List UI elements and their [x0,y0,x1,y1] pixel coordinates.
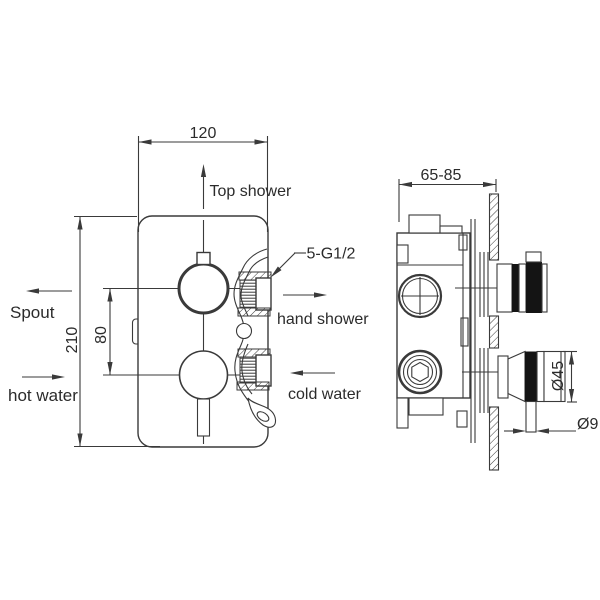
dim-lever-dia-label: Ø9 [577,416,598,433]
thread-label: 5-G1/2 [307,246,356,263]
diverter-knob [178,350,229,400]
top-shower-label: Top shower [210,183,292,200]
valve-body [396,214,471,429]
thermostat-knob-tab [196,251,211,266]
bottom-port-block [408,397,444,416]
lever-stem-side [525,400,537,433]
hand-shower-label: hand shower [277,311,369,328]
dimension-height-210: 210 [64,215,160,448]
cold-water-callout: cold water [288,370,362,403]
hex-socket [411,361,429,383]
spout-hook-hole [256,411,270,422]
threaded-port-top [237,271,272,317]
hot-water-label: hot water [8,386,78,405]
side-view: 65-85 Ø45 Ø9 [396,167,598,471]
mounting-rails [470,219,489,443]
side-profile-curve [233,248,277,428]
dimension-lever-dia-9: Ø9 [504,416,598,434]
lower-port-circle [397,349,443,395]
thread-callout: 5-G1/2 [270,246,356,278]
cold-water-label: cold water [288,386,362,403]
middle-port-circle [235,322,253,340]
dimension-width-120: 120 [137,125,269,232]
diverter-knob-side [497,350,566,433]
front-view: 120 210 80 Top shower Spout [8,125,369,448]
dim-width-label: 120 [190,125,217,142]
hand-shower-callout: hand shower [277,292,369,328]
upper-port-circle [397,273,443,319]
dim-spacing-label: 80 [93,326,110,344]
dim-depth-label: 65-85 [421,167,462,184]
dimension-handle-dia-45: Ø45 [550,350,577,403]
thermostat-knob [177,262,230,315]
diverter-knob-lever [196,398,211,437]
spout-label: Spout [10,303,55,322]
threaded-port-bottom [236,348,272,391]
dim-height-label: 210 [64,327,81,354]
thermostat-knob-side [496,251,548,313]
dimension-depth-65-85: 65-85 [398,167,497,222]
thermostat-tab-side [525,251,542,263]
dimension-spacing-80: 80 [93,288,113,375]
spout-callout: Spout [10,288,72,322]
wall-hatch [488,193,500,471]
dim-handle-dia-label: Ø45 [550,361,567,391]
top-port-block [408,214,441,234]
hot-water-callout: hot water [8,374,78,405]
top-shower-callout: Top shower [200,164,292,209]
